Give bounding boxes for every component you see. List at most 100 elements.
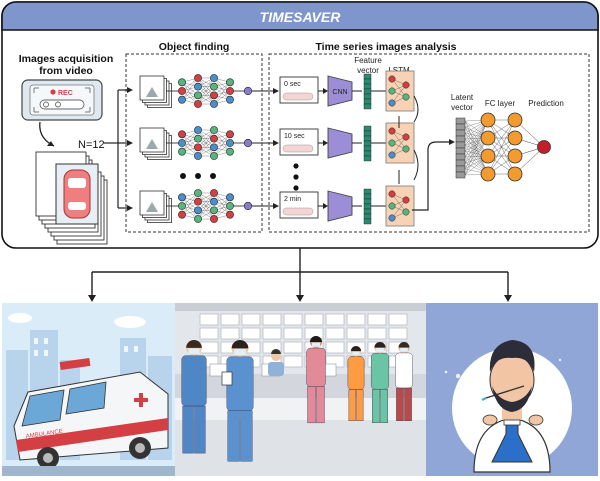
split-arrows (104, 89, 128, 209)
net-node (194, 152, 202, 160)
to-cnn-arrow-head (323, 140, 328, 146)
fc-node (507, 130, 523, 146)
person (268, 349, 284, 376)
latent-arrow-head (449, 139, 455, 145)
person-leg (307, 386, 316, 424)
lstm-edge (391, 136, 407, 156)
person-hair (231, 339, 249, 349)
net-node (194, 74, 202, 82)
prediction-label: Prediction (528, 99, 564, 108)
net-node (226, 210, 234, 219)
latent-cell (455, 165, 466, 173)
arrow-head-2 (127, 140, 133, 146)
lstm-recurrence (398, 95, 419, 184)
fc-node (507, 166, 523, 182)
lstm-node (388, 75, 396, 83)
shelf-cell (325, 341, 345, 354)
net-edge (213, 134, 231, 157)
net-edge (213, 197, 231, 220)
net-node (194, 215, 202, 223)
prediction-node (537, 140, 551, 154)
feature-cell (363, 88, 372, 95)
shelf-cell (388, 313, 408, 326)
thumbnail-shape (146, 202, 158, 212)
fc-edge (464, 119, 489, 170)
rec-label: REC (58, 90, 73, 97)
feature-cell (363, 193, 372, 200)
net-node (226, 87, 234, 95)
shelf-cell (199, 313, 219, 326)
lstm-label: LSTM (388, 66, 410, 75)
person-leg (372, 389, 380, 424)
net-node (178, 193, 186, 202)
net-node (210, 126, 218, 134)
shelf-cell (220, 313, 240, 326)
down-arrow-left (88, 295, 96, 302)
fc-network (464, 112, 551, 182)
net-node (226, 193, 234, 202)
face-mask (311, 342, 321, 347)
person-leg (182, 405, 194, 454)
person-leg (227, 410, 240, 462)
feature-cell (363, 140, 372, 147)
frame-count: N=12 (78, 139, 105, 151)
arrow-head-1 (127, 87, 133, 93)
face-mask (400, 348, 408, 352)
shelf-cell (199, 341, 219, 354)
lstm-node (388, 99, 396, 107)
fc-edge (464, 119, 489, 176)
net-edge (197, 138, 215, 157)
net-edge (197, 201, 215, 220)
shelf-cell (241, 327, 261, 340)
fc-edge (487, 137, 516, 175)
net-node (178, 210, 186, 219)
feature-cell (363, 203, 372, 210)
net-edge (181, 192, 199, 215)
net-node (210, 82, 218, 91)
net-node (178, 130, 186, 139)
net-node (194, 91, 202, 100)
lstm-node (388, 87, 396, 95)
person-hair (309, 336, 323, 343)
person-hair (374, 342, 386, 348)
time-slot (282, 207, 314, 216)
latent-cell (455, 159, 466, 167)
fc-edge (487, 119, 516, 175)
feature-vector-label-1: Feature (354, 56, 382, 65)
net-edge (197, 192, 215, 220)
net-node (210, 143, 218, 152)
to-cnn-arrow-head (323, 203, 328, 209)
person-leg (194, 405, 206, 454)
person-leg (316, 386, 325, 424)
detection-network (139, 126, 279, 160)
net-node (178, 78, 186, 87)
feature-cell (363, 78, 372, 85)
person-leg (404, 387, 412, 421)
detection-network (139, 74, 279, 108)
net-edge (197, 77, 215, 105)
net-node (194, 197, 202, 206)
person-leg (380, 389, 389, 424)
shelf-cell (346, 327, 366, 340)
feature-cell (363, 208, 372, 215)
cnn-block (327, 190, 353, 222)
feature-cell (363, 135, 372, 142)
net-node (210, 152, 218, 160)
analysis-row: 10 sec (279, 122, 415, 164)
person-leg (356, 389, 364, 421)
net-node (226, 78, 234, 87)
cnn-block (327, 75, 353, 107)
net-edge (197, 129, 215, 148)
feature-cell (363, 213, 372, 220)
feature-cell (363, 150, 372, 157)
feature-cell (363, 73, 372, 80)
lstm-edge (391, 84, 407, 104)
shelf-cell (388, 327, 408, 340)
shelf-cell (283, 341, 303, 354)
fc-node (480, 148, 496, 164)
shelf-cell (283, 327, 303, 340)
ambulance-sign: AMBULANCE (25, 429, 63, 440)
net-node (226, 95, 234, 104)
shelf-cell (241, 313, 261, 326)
